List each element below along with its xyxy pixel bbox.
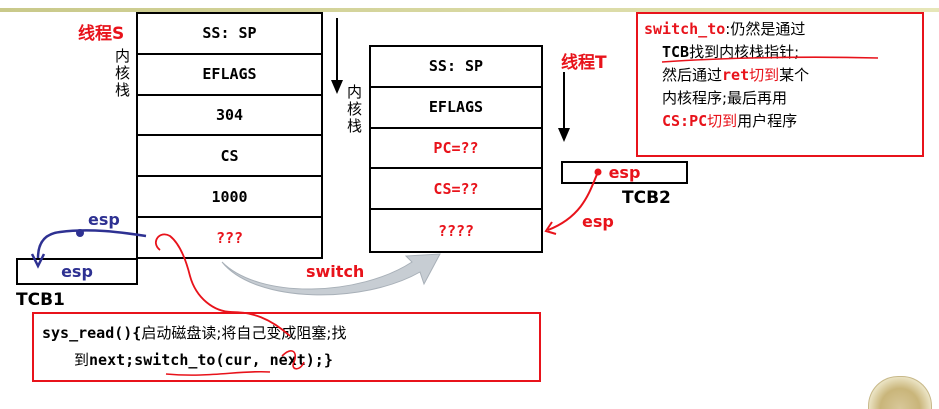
- tcb1-esp-arrowhead: [30, 253, 46, 269]
- stack-s-cell-cs: CS: [138, 136, 321, 178]
- thread-t-kernel-stack: SS: SP EFLAGS PC=?? CS=?? ????: [369, 45, 543, 253]
- code-segment: next;switch_to(cur, next);}: [89, 351, 333, 369]
- note-segment: switch_to: [644, 20, 726, 38]
- stack-s-cell-unknown: ???: [215, 229, 244, 248]
- tcb1-esp-pointer-label: esp: [88, 210, 120, 229]
- code-segment: 到: [74, 351, 90, 369]
- note-line: 内核程序;最后再用: [644, 87, 916, 110]
- switch-label: switch: [306, 262, 365, 281]
- stack-t-cell-unknown: ????: [437, 221, 475, 240]
- tcb2-esp-pointer-label: esp: [582, 212, 614, 231]
- thread-t-kernel-stack-label: 内核栈: [346, 83, 362, 135]
- note-segment: 然后通过: [662, 66, 723, 84]
- stack-s-cell-eflags: EFLAGS: [138, 55, 321, 96]
- stack-s-cell-1000: 1000: [138, 177, 321, 218]
- tcb1-label: TCB1: [16, 290, 65, 310]
- stack-t-cell-ss-sp: SS: SP: [371, 47, 541, 88]
- note-segment: 内核程序;最后再用: [662, 89, 788, 107]
- stack-s-growth-arrowhead: [331, 80, 343, 94]
- stack-s-cell-ss-sp: SS: SP: [138, 14, 321, 55]
- note-segment: 找到内核栈指针;: [689, 43, 800, 61]
- top-divider: [0, 8, 939, 12]
- note-line: CS:PC切到用户程序: [644, 110, 916, 133]
- hand-scribble: [281, 350, 305, 370]
- note-segment: 某个: [779, 66, 810, 84]
- stack-t-cell-eflags: EFLAGS: [371, 88, 541, 129]
- tcb-underline: [661, 56, 879, 63]
- note-segment: CS:PC: [662, 112, 708, 130]
- switch-to-underline: [165, 370, 271, 376]
- note-segment: :仍然是通过: [725, 20, 806, 38]
- hand-annotation-path: [155, 233, 291, 337]
- note-segment: ret: [722, 66, 750, 84]
- note-line: 然后通过ret切到某个: [644, 64, 916, 87]
- note-line: switch_to:仍然是通过: [644, 18, 916, 41]
- thread-t-label: 线程T: [561, 53, 607, 73]
- tcb2-esp-arrowhead: [544, 221, 557, 235]
- tcb2-esp-dot: [594, 168, 602, 176]
- stack-t-cell-cs: CS=??: [371, 169, 541, 211]
- stack-t-growth-arrowhead: [558, 128, 570, 142]
- thread-s-kernel-stack-label: 内核栈: [114, 47, 130, 99]
- code-lines: sys_read(){启动磁盘读;将自己变成阻塞;找到next;switch_t…: [42, 320, 531, 374]
- note-segment: 用户程序: [737, 112, 798, 130]
- note-segment: TCB: [662, 43, 690, 61]
- tcb2-esp-field: esp: [561, 161, 688, 184]
- thread-s-kernel-stack: SS: SP EFLAGS 304 CS 1000 ???: [136, 12, 323, 259]
- tcb1-esp-pointer: [36, 229, 147, 259]
- tcb1-esp-dot: [76, 229, 84, 237]
- code-line: sys_read(){启动磁盘读;将自己变成阻塞;找: [42, 320, 531, 347]
- note-segment: 切到: [707, 112, 738, 130]
- note-line: TCB找到内核栈指针;: [644, 41, 916, 64]
- code-segment: sys_read(){: [42, 324, 142, 342]
- switch-arrow: [221, 253, 441, 296]
- code-line: 到next;switch_to(cur, next);}: [42, 347, 531, 374]
- stack-t-cell-pc: PC=??: [371, 129, 541, 170]
- thread-s-label: 线程S: [78, 24, 125, 44]
- tcb2-label: TCB2: [622, 188, 671, 208]
- sys-read-code-box: sys_read(){启动磁盘读;将自己变成阻塞;找到next;switch_t…: [32, 312, 541, 382]
- tcb2-esp-pointer: [547, 171, 599, 231]
- note-segment: 切到: [749, 66, 780, 84]
- code-segment: 启动磁盘读;将自己变成阻塞;找: [141, 324, 347, 342]
- stack-s-cell-304: 304: [138, 96, 321, 137]
